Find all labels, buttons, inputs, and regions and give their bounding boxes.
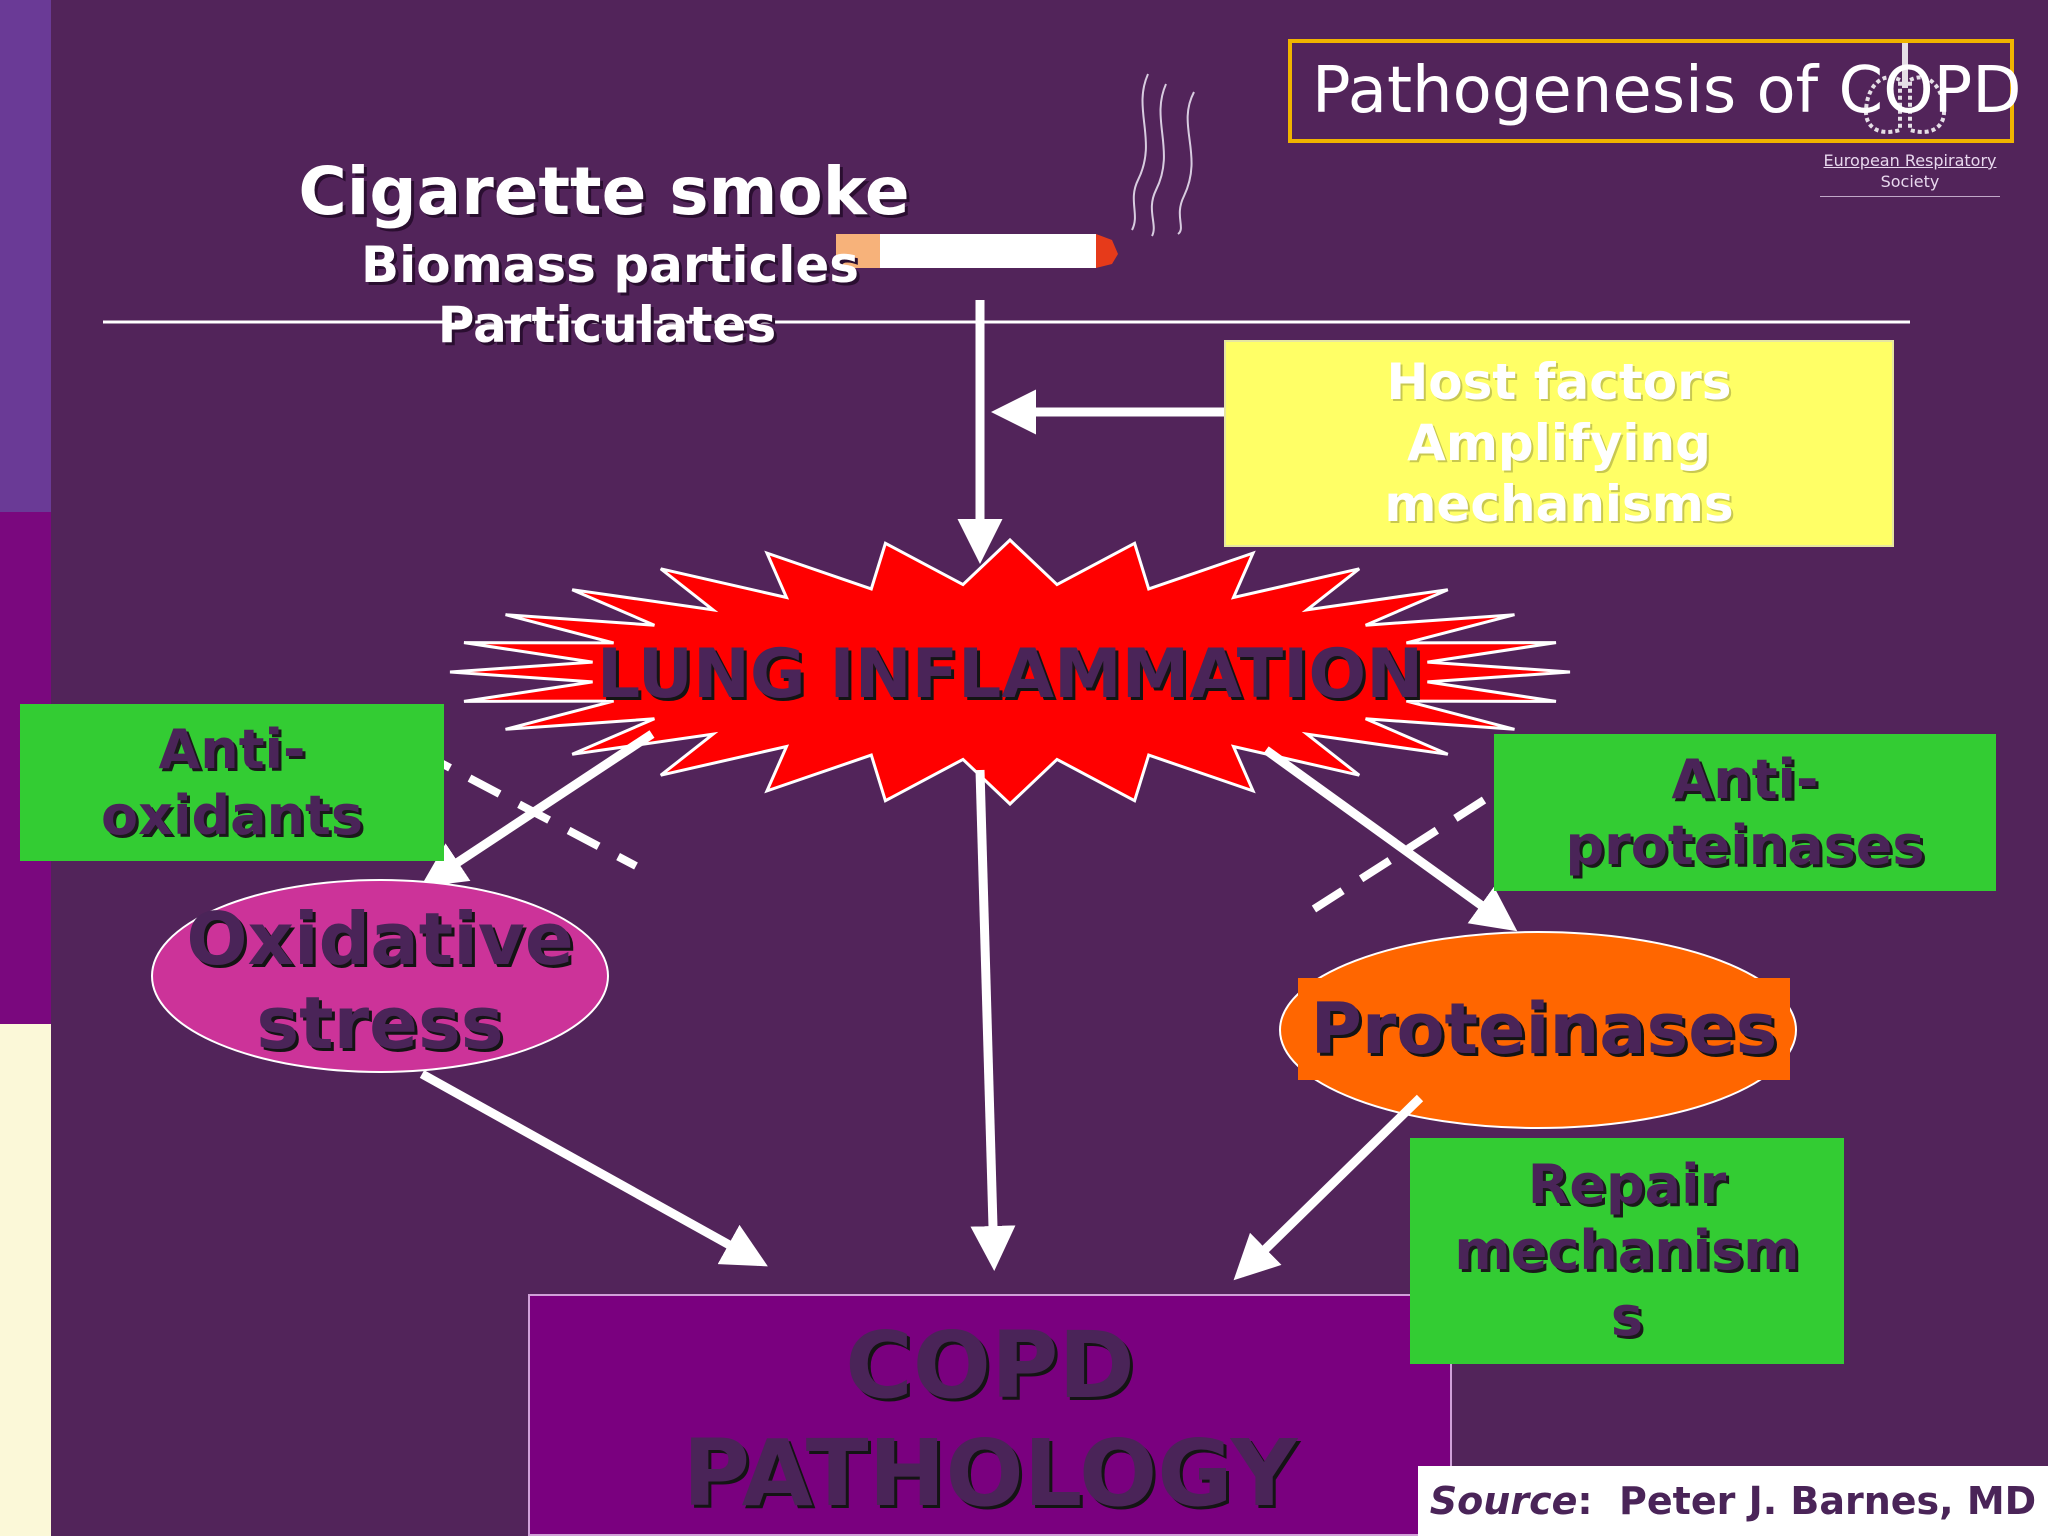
arrow-oxidative-to-copd (419, 1070, 768, 1267)
host-factors-box: Host factors Amplifying mechanisms (1224, 340, 1894, 547)
host-factors-line-3: mechanisms (1384, 475, 1734, 533)
society-line-1: European Respiratory (1823, 151, 1997, 170)
arrow-proteinases-to-copd (1233, 1094, 1424, 1281)
source-credit-sep: : (1577, 1479, 1593, 1523)
lung-inflammation-burst (449, 537, 1571, 807)
lung-icon (1863, 42, 1947, 134)
repair-line-3: s (1610, 1285, 1644, 1348)
source-credit-label: Source (1429, 1479, 1578, 1523)
repair-mechanisms-box: Repair mechanism s (1410, 1138, 1844, 1364)
society-line-2: Society (1880, 172, 1940, 191)
arrow-to-oxidative-stress (420, 730, 655, 887)
dashed-antioxidant-inhibition (418, 748, 638, 870)
host-factors-line-2: Amplifying (1407, 414, 1711, 472)
society-logo-text: European Respiratory Society (1820, 150, 2000, 197)
source-particulates: Particulates (437, 296, 777, 354)
oxidative-stress-line-2: stress (256, 981, 504, 1065)
copd-pathology-box: COPD PATHOLOGY (528, 1294, 1452, 1536)
oxidative-stress-label: Oxidative stress (152, 896, 608, 1066)
page-title: Pathogenesis of COPD (1288, 39, 2021, 143)
anti-oxidants-line-1: Anti- (158, 717, 306, 781)
source-cigarette-smoke: Cigarette smoke (298, 153, 910, 230)
repair-line-2: mechanism (1454, 1219, 1800, 1282)
source-credit: Source: Peter J. Barnes, MD (1418, 1466, 2048, 1536)
dashed-antiproteinase-inhibition (1297, 796, 1487, 922)
proteinases-label: Proteinases (1298, 978, 1790, 1080)
smoke-icon (1131, 73, 1195, 237)
source-credit-name: Peter J. Barnes, MD (1619, 1479, 2037, 1523)
anti-proteinases-line-2: proteinases (1565, 813, 1925, 877)
anti-proteinases-box: Anti- proteinases (1494, 734, 1996, 891)
host-factors-line-1: Host factors (1386, 353, 1732, 411)
oxidative-stress-ellipse (151, 879, 609, 1073)
copd-pathology-line-1: COPD (845, 1312, 1135, 1419)
copd-pathology-line-2: PATHOLOGY (682, 1420, 1298, 1527)
source-biomass-particles: Biomass particles (360, 236, 860, 294)
cigarette-icon (836, 234, 1118, 268)
anti-oxidants-box: Anti- oxidants (20, 704, 444, 861)
lung-inflammation-label: LUNG INFLAMMATION (596, 635, 1424, 714)
side-bar-top (0, 0, 51, 512)
anti-oxidants-line-2: oxidants (101, 783, 363, 847)
anti-proteinases-line-1: Anti- (1671, 747, 1819, 811)
arrow-inflammation-to-copd (970, 769, 1016, 1271)
repair-line-1: Repair (1527, 1153, 1727, 1216)
side-bar-bottom (0, 1024, 51, 1536)
arrow-to-proteinases (1263, 746, 1518, 932)
oxidative-stress-line-1: Oxidative (186, 897, 574, 981)
